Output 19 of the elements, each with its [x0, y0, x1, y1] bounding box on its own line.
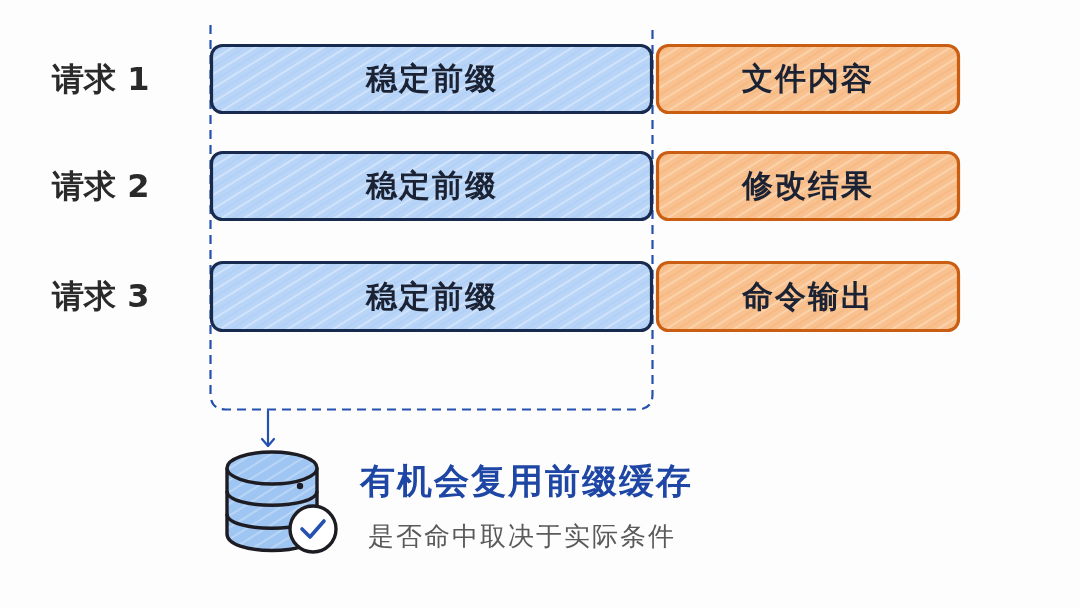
segment-box: [210, 44, 653, 114]
segment-label: 稳定前缀: [365, 277, 498, 316]
segment-label: 文件内容: [742, 60, 874, 98]
cache-note: 是否命中取决于实际条件: [368, 521, 676, 553]
segment-box: [210, 261, 653, 332]
cache-heading: 有机会复用前缀缓存: [360, 460, 693, 502]
segment-box: [656, 261, 960, 332]
segment-box: [210, 151, 653, 221]
down-arrow: [260, 409, 276, 448]
segment-label: 命令输出: [742, 277, 874, 316]
row-label: 请求 2: [52, 167, 150, 206]
row-label: 请求 1: [52, 60, 150, 99]
segment-box: [656, 44, 960, 114]
dashed-group-outline: [209, 25, 654, 411]
row-label: 请求 3: [52, 277, 150, 316]
segment-box: [656, 151, 960, 221]
segment-label: 稳定前缀: [365, 167, 498, 205]
segment-label: 修改结果: [742, 167, 874, 205]
segment-label: 稳定前缀: [365, 60, 498, 98]
